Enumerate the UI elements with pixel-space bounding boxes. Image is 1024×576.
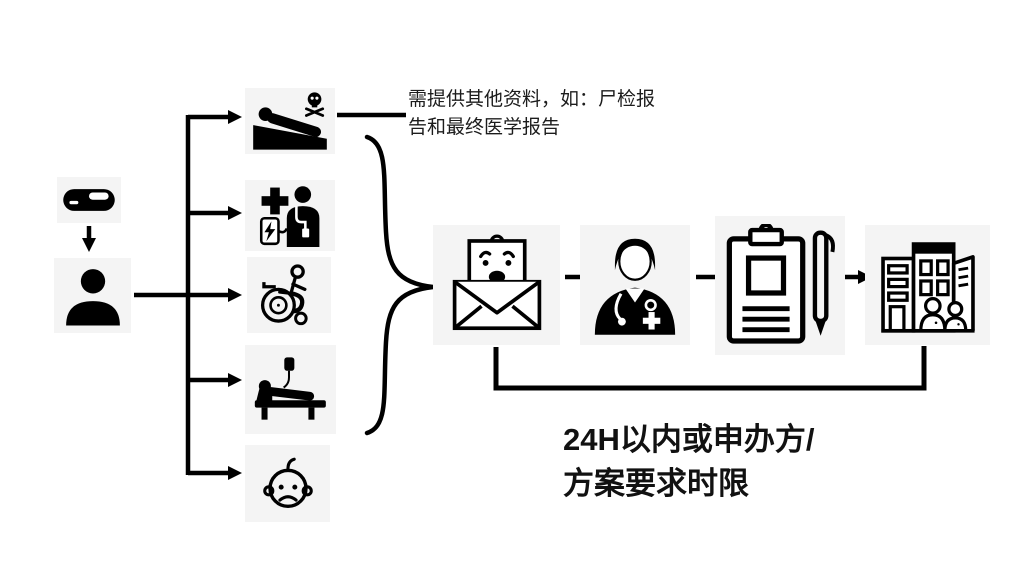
death-tile	[245, 88, 335, 154]
investigator-tile	[580, 225, 690, 345]
hospitalization-tile	[245, 345, 336, 434]
hospital-building-icon	[880, 242, 975, 333]
institution-tile	[865, 225, 990, 345]
person-icon	[65, 268, 120, 325]
note-line-2: 告和最终医学报告	[408, 117, 561, 138]
doctor-icon	[594, 238, 676, 335]
congenital-anomaly-tile	[245, 445, 330, 522]
report-form-tile	[715, 216, 845, 355]
subject-tile	[54, 258, 131, 333]
defibrillator-patient-icon	[259, 185, 320, 247]
drug-tile	[57, 177, 121, 223]
death-extra-docs-note: 需提供其他资料，如：尸检报 告和最终医学报告	[408, 86, 655, 142]
deadline-line-2: 方案要求时限	[563, 466, 749, 501]
deadline-line-1: 24H以内或申办方/	[563, 422, 815, 457]
alert-envelope-icon	[452, 234, 541, 331]
capsule-icon	[63, 189, 115, 211]
deadline-bracket-line	[493, 346, 927, 391]
life-threatening-tile	[245, 180, 335, 251]
report-deadline-note: 24H以内或申办方/ 方案要求时限	[563, 418, 814, 506]
note-line-1: 需提供其他资料，如：尸检报	[408, 89, 656, 110]
curly-brace	[364, 134, 434, 436]
hospital-bed-iv-icon	[254, 357, 326, 420]
clipboard-pen-icon	[726, 223, 835, 344]
wheelchair-icon	[260, 264, 308, 326]
sae-report-tile	[433, 225, 560, 345]
sad-baby-icon	[262, 457, 313, 508]
disability-tile	[247, 257, 331, 333]
deathbed-skull-icon	[253, 92, 327, 150]
